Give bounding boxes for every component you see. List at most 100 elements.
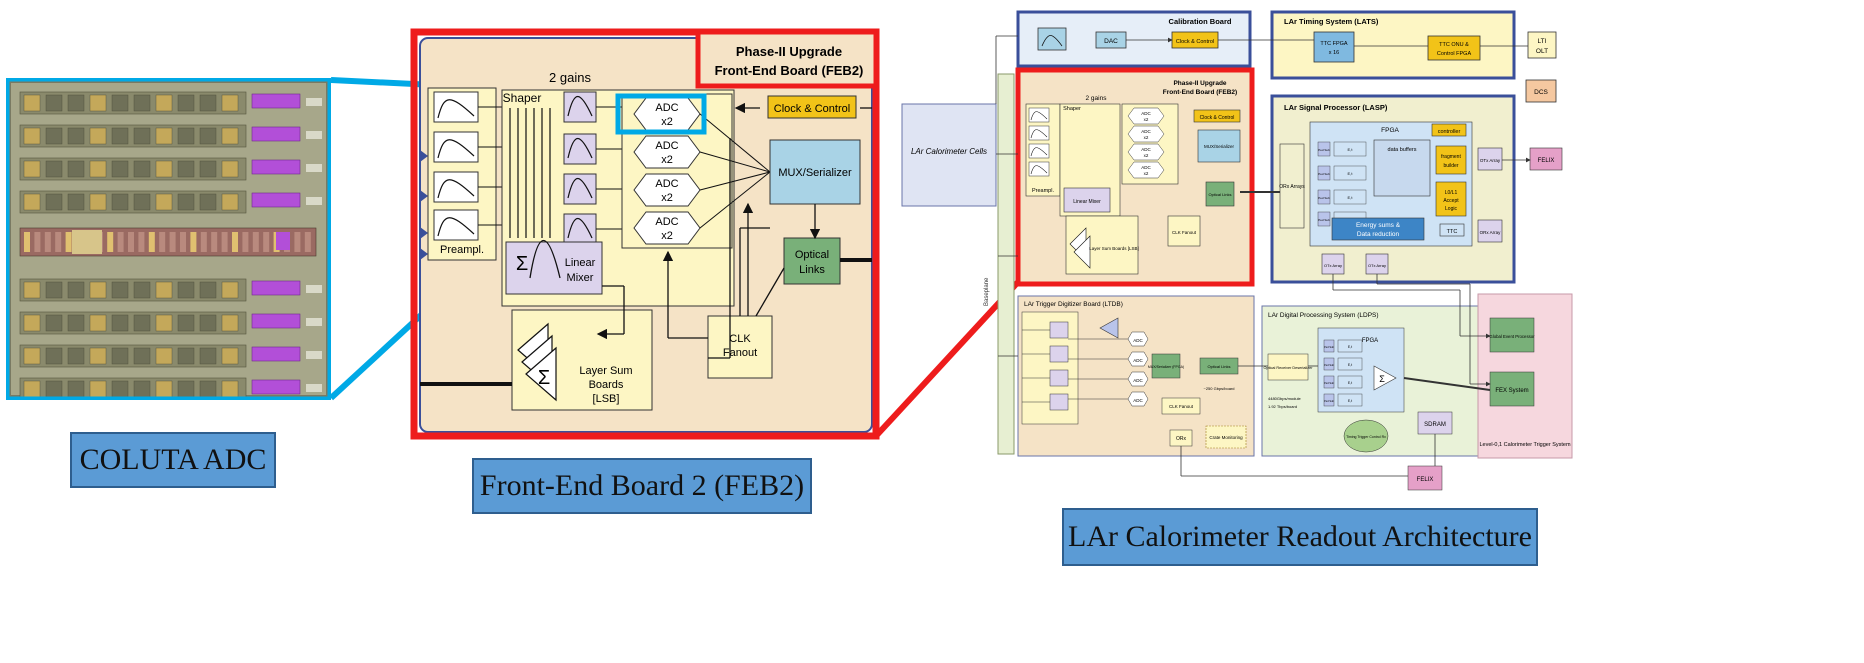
arch-lasp-frag-1: fragment bbox=[1441, 154, 1461, 160]
arch-ldps: LAr Digital Processing System (LDPS) bbox=[1268, 312, 1379, 319]
arch-lasp-otx3: OTx Array bbox=[1368, 263, 1386, 268]
feb2-adc-label: ADC bbox=[655, 178, 678, 190]
arch-ltdb-shaper bbox=[1050, 346, 1068, 362]
arch-lasp-databuffers: data buffers bbox=[1388, 147, 1417, 153]
feb2-optical-line2: Links bbox=[799, 264, 825, 276]
feb2-mixer-line2: Mixer bbox=[567, 272, 594, 284]
arch-ldps-sdram: SDRAM bbox=[1424, 422, 1446, 428]
arch-calibration-board: Calibration Board bbox=[1169, 17, 1232, 26]
feb2-shaper-cell bbox=[564, 214, 596, 244]
arch-ldps-et-label: E,t bbox=[1348, 399, 1352, 403]
arch-adc-x2: x2 bbox=[1144, 135, 1149, 140]
feb2-title-line2: Front-End Board (FEB2) bbox=[715, 63, 864, 78]
arch-level01: Level-0,1 Calorimeter Trigger System bbox=[1479, 442, 1571, 448]
feb2-adc-label: ADC bbox=[655, 140, 678, 152]
arch-ldps-rate2: 1.92 Tbps/board bbox=[1268, 404, 1297, 409]
feb2-optical-line1: Optical bbox=[795, 249, 829, 261]
caption-coluta-adc: COLUTA ADC bbox=[70, 432, 276, 488]
arch-lasp: LAr Signal Processor (LASP) bbox=[1284, 103, 1388, 112]
feb2-preamp-cell bbox=[434, 92, 478, 122]
arch-feb2-clock: Clock & Control bbox=[1200, 115, 1235, 121]
arch-ldps-ped-label: Ped Sub bbox=[1324, 399, 1335, 403]
arch-lasp-frag-2: builder bbox=[1443, 163, 1458, 169]
feb2-clock-control: Clock & Control bbox=[774, 103, 850, 115]
arch-adc-label: ADC bbox=[1141, 111, 1151, 116]
arch-ttc-fpga-1: TTC FPGA bbox=[1320, 41, 1348, 47]
arch-adc-x2: x2 bbox=[1144, 171, 1149, 176]
feb2-preamp-label: Preampl. bbox=[440, 244, 484, 256]
arch-adc-x2: x2 bbox=[1144, 153, 1149, 158]
arch-feb2-line1: Phase-II Upgrade bbox=[1173, 80, 1226, 87]
arch-feb2-mixer: Linear Mixer bbox=[1073, 199, 1101, 205]
feb2-mixer-line1: Linear bbox=[565, 257, 596, 269]
arch-lasp-controller: controller bbox=[1438, 129, 1461, 135]
arch-lasp-fpga: FPGA bbox=[1381, 127, 1399, 134]
arch-adc-label: ADC bbox=[1141, 165, 1151, 170]
arch-feb2-gains: 2 gains bbox=[1086, 95, 1108, 102]
arch-ped-sub-label: Ped Sub bbox=[1318, 148, 1330, 152]
arch-ltdb-adc-label: ADC bbox=[1133, 358, 1143, 363]
lar-architecture-diagram: Baseplane Calibration Board DAC Clock & … bbox=[900, 6, 1862, 506]
arch-ldps-orx: Optical Receiver Deserializer bbox=[1264, 366, 1314, 370]
arch-feb2-clkfanout: CLK Fanout bbox=[1172, 230, 1197, 235]
arch-ltdb-optical: Optical Links bbox=[1208, 364, 1231, 369]
arch-ltdb-shaper bbox=[1050, 322, 1068, 338]
arch-lti-2: OLT bbox=[1536, 48, 1548, 55]
arch-ldps-ttc: Timing Trigger Control Rx bbox=[1346, 435, 1386, 439]
arch-ldps-rate1: 4480Gbps/module bbox=[1268, 396, 1301, 401]
feb2-adc-x2: x2 bbox=[661, 230, 673, 242]
arch-ltdb-clk: CLK Fanout bbox=[1169, 404, 1194, 409]
arch-ldps-et-label: E,t bbox=[1348, 345, 1352, 349]
feb2-adc-x2: x2 bbox=[661, 116, 673, 128]
feb2-preamp-cell bbox=[434, 132, 478, 162]
arch-lasp-orx: ORx Arrays bbox=[1279, 184, 1305, 190]
arch-lasp-otx2: OTx Array bbox=[1324, 263, 1342, 268]
arch-dac: DAC bbox=[1104, 38, 1118, 45]
arch-ped-sub-label: Ped Sub bbox=[1318, 172, 1330, 176]
arch-lasp-l0l1-3: Logic bbox=[1445, 206, 1457, 212]
arch-lasp-orxarr: ORx Array bbox=[1480, 230, 1502, 235]
arch-ldps-et-label: E,t bbox=[1348, 381, 1352, 385]
feb2-shaper-cell bbox=[564, 134, 596, 164]
arch-ldps-sigma: Σ bbox=[1379, 374, 1385, 384]
caption-architecture: LAr Calorimeter Readout Architecture bbox=[1062, 508, 1538, 566]
arch-ttc-onu-1: TTC ONU & bbox=[1439, 42, 1469, 48]
feb2-lsb-line2: Boards bbox=[589, 379, 624, 391]
feb2-shaper-cell bbox=[564, 92, 596, 122]
feb2-adc-label: ADC bbox=[655, 102, 678, 114]
arch-adc-label: ADC bbox=[1141, 129, 1151, 134]
feb2-board-diagram: Phase-II Upgrade Front-End Board (FEB2) … bbox=[410, 28, 880, 440]
feb2-shaper-label: Shaper bbox=[503, 91, 542, 105]
arch-ltdb-mux: MUX/Serializer (FPGA) bbox=[1148, 365, 1184, 369]
feb2-clkfanout-line2: Fanout bbox=[723, 347, 757, 359]
arch-feb2-lsb: Layer Sum Boards [LSB] bbox=[1089, 246, 1139, 251]
feb2-shaper-cell bbox=[564, 174, 596, 204]
arch-lti-1: LTI bbox=[1538, 38, 1547, 45]
arch-lasp-energy-1: Energy sums & bbox=[1356, 222, 1401, 229]
feb2-adc-label: ADC bbox=[655, 216, 678, 228]
arch-lasp-energy-2: Data reduction bbox=[1357, 231, 1400, 238]
arch-dcs: DCS bbox=[1534, 89, 1548, 96]
feb2-adc-x2: x2 bbox=[661, 154, 673, 166]
feb2-clkfanout-line1: CLK bbox=[729, 333, 751, 345]
arch-felix-bottom: FELIX bbox=[1417, 477, 1434, 483]
arch-lasp-l0l1-1: L0/L1 bbox=[1445, 190, 1458, 196]
feb2-mixer-sigma: Σ bbox=[516, 253, 528, 275]
arch-feb2-optical: Optical Links bbox=[1209, 192, 1232, 197]
arch-ltdb-shaper bbox=[1050, 370, 1068, 386]
feb2-lsb-sigma: Σ bbox=[538, 367, 550, 389]
arch-global-event: Global Event Processor bbox=[1489, 334, 1535, 339]
arch-felix-top: FELIX bbox=[1538, 158, 1555, 164]
arch-ltdb-crate: Crate Monitoring bbox=[1209, 435, 1243, 440]
arch-lasp-otx: OTx Array bbox=[1480, 158, 1501, 163]
feb2-lsb-line1: Layer Sum bbox=[579, 365, 632, 377]
arch-preamp-cell bbox=[1029, 108, 1049, 122]
arch-ped-sub-label: Ped Sub bbox=[1318, 196, 1330, 200]
arch-ldps-et-label: E,t bbox=[1348, 363, 1352, 367]
arch-adc-label: ADC bbox=[1141, 147, 1151, 152]
arch-ltdb-orx: ORx bbox=[1176, 436, 1187, 442]
arch-ldps-ped-label: Ped Sub bbox=[1324, 345, 1335, 349]
arch-lar-cells: LAr Calorimeter Cells bbox=[911, 147, 987, 156]
feb2-preamp-cell bbox=[434, 172, 478, 202]
arch-preamp-cell bbox=[1029, 162, 1049, 176]
